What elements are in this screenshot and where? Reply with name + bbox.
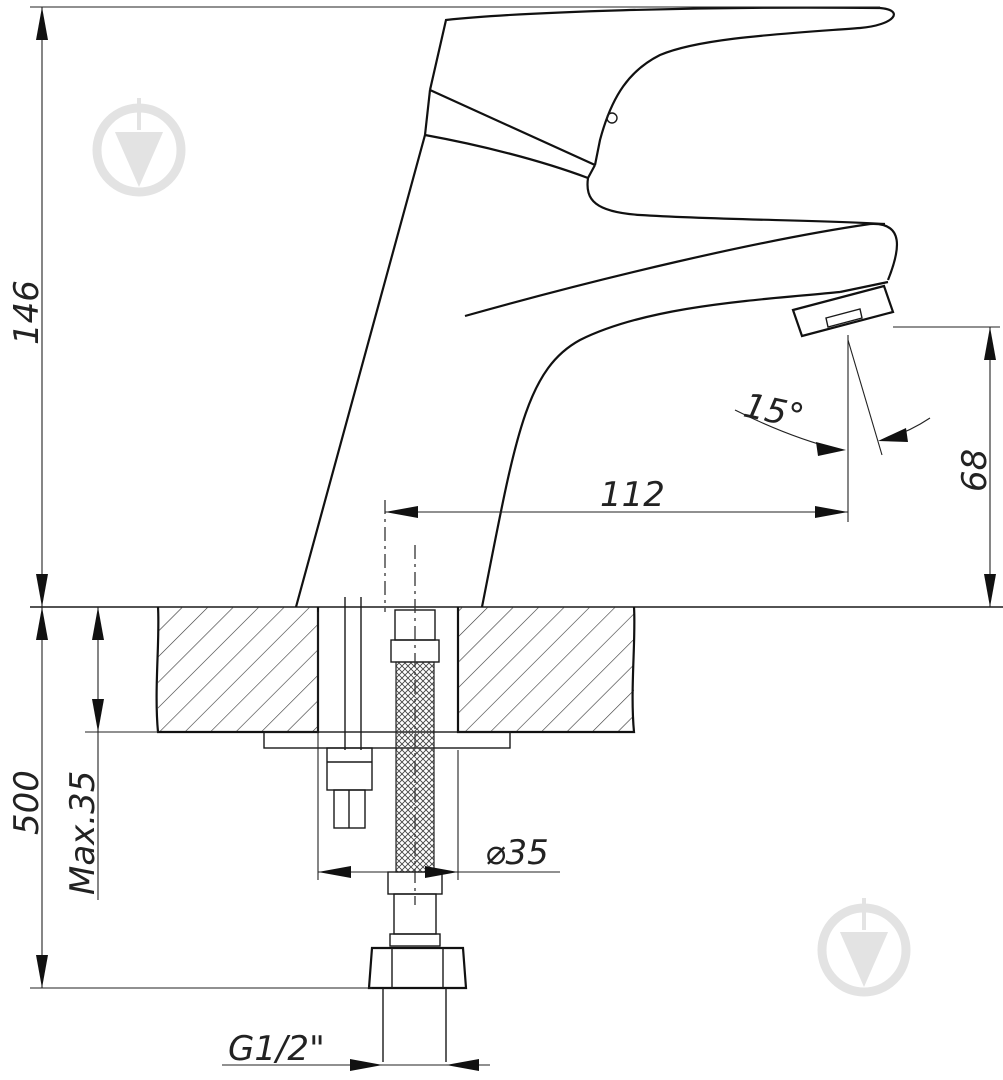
dim-112: 112	[385, 335, 849, 522]
dim-68: 68	[893, 326, 1000, 607]
faucet-body	[294, 134, 899, 608]
dim-diameter35: ⌀35	[317, 612, 560, 880]
dim-15deg: 15°	[734, 339, 931, 456]
dim-146-label: 146	[7, 280, 47, 345]
dim-146: 146	[7, 6, 880, 607]
mounting-stud	[326, 597, 373, 829]
dim-500: 500	[7, 607, 372, 989]
dim-68-label: 68	[955, 449, 995, 492]
handle-screw-icon	[606, 112, 618, 124]
dim-thread-label: G1/2"	[228, 1029, 325, 1069]
dim-max35: Max.35	[63, 607, 158, 900]
dim-15deg-label: 15°	[740, 386, 807, 438]
dim-thread: G1/2"	[222, 1029, 490, 1071]
countertop-section	[155, 606, 636, 734]
dim-max35-label: Max.35	[63, 771, 103, 895]
dim-112-label: 112	[600, 475, 665, 515]
dim-diameter35-label: ⌀35	[485, 833, 549, 873]
hex-nut-fitting	[367, 946, 468, 1062]
dim-500-label: 500	[7, 770, 47, 835]
watermark-logo-icon	[817, 898, 911, 997]
watermark-logo-icon	[92, 98, 186, 197]
lever-handle	[423, 6, 895, 226]
aerator	[791, 284, 895, 338]
mounting-plate	[263, 731, 511, 749]
